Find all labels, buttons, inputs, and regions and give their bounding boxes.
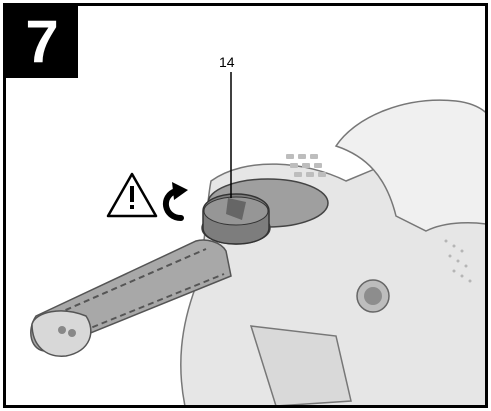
figure-frame: 7 — [3, 3, 488, 408]
rotate-arrow-icon — [163, 182, 188, 221]
chainsaw-illustration — [30, 72, 485, 405]
vent-grille — [286, 154, 326, 177]
callout-label: 14 — [219, 54, 235, 70]
grip-texture — [444, 239, 472, 283]
step-number-badge: 7 — [6, 6, 78, 78]
rear-handle — [334, 99, 485, 232]
front-guard — [249, 325, 352, 405]
warning-triangle-icon — [106, 172, 158, 218]
